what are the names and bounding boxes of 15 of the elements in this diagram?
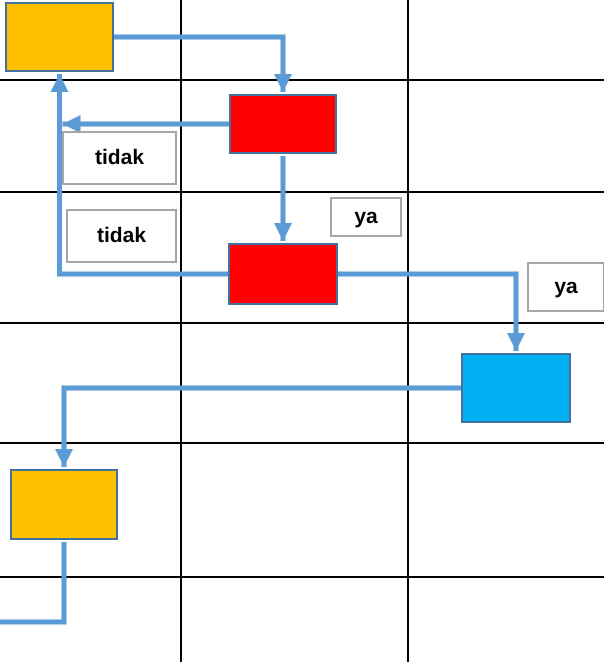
- process-box: [229, 94, 337, 154]
- edge-label: ya: [527, 262, 604, 312]
- edge-label: tidak: [62, 131, 177, 185]
- process-box: [461, 353, 571, 423]
- arrow: [55, 386, 461, 467]
- edge-label: ya: [330, 197, 402, 237]
- arrow: [50, 74, 228, 276]
- process-box: [5, 2, 114, 72]
- arrow: [274, 156, 292, 241]
- arrow: [338, 272, 525, 351]
- process-box: [228, 243, 338, 305]
- arrow: [62, 115, 229, 133]
- process-box: [10, 469, 118, 540]
- edge-label: tidak: [66, 209, 177, 263]
- arrow: [114, 34, 292, 92]
